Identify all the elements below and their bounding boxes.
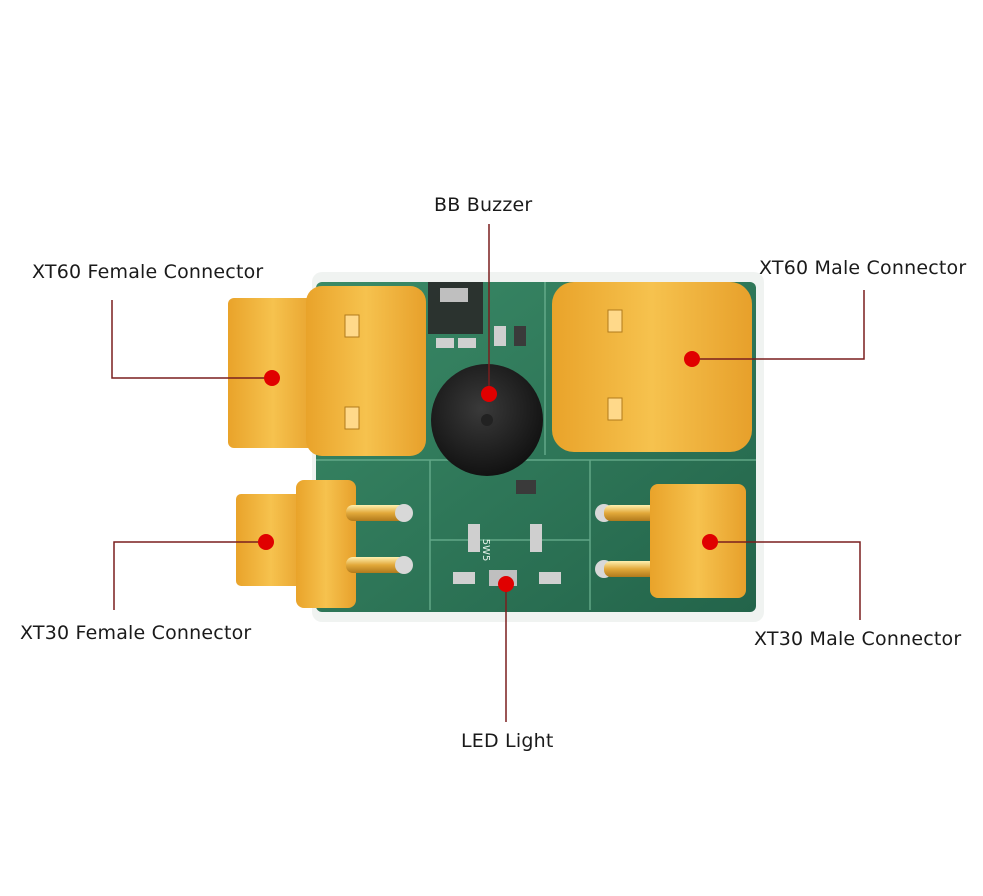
marker-xt60-female [264, 370, 280, 386]
label-xt30-male: XT30 Male Connector [754, 628, 962, 650]
markers [258, 351, 718, 592]
marker-xt30-male [702, 534, 718, 550]
label-xt60-male: XT60 Male Connector [759, 257, 967, 279]
xt60-female-connector [228, 286, 426, 456]
marker-xt60-male [684, 351, 700, 367]
leader-lines [111, 224, 865, 722]
xt60-male-connector [552, 282, 752, 452]
smd-pads-top [436, 326, 526, 348]
label-xt30-female: XT30 Female Connector [20, 622, 252, 644]
smd-pads-lower [453, 480, 561, 586]
xt30-male-connector [595, 484, 746, 598]
label-xt60-female: XT60 Female Connector [32, 261, 264, 283]
leader-xt60-female [111, 300, 272, 379]
marker-led-light [498, 576, 514, 592]
pcb-traces [316, 282, 756, 610]
marker-bb-buzzer [481, 386, 497, 402]
pcb-marking: 5W5 [480, 539, 491, 562]
leader-xt60-male [692, 290, 865, 360]
leader-xt30-male [710, 541, 861, 620]
label-bb-buzzer: BB Buzzer [434, 194, 533, 216]
label-led-light: LED Light [461, 730, 554, 752]
marker-xt30-female [258, 534, 274, 550]
leader-xt30-female [113, 541, 266, 610]
